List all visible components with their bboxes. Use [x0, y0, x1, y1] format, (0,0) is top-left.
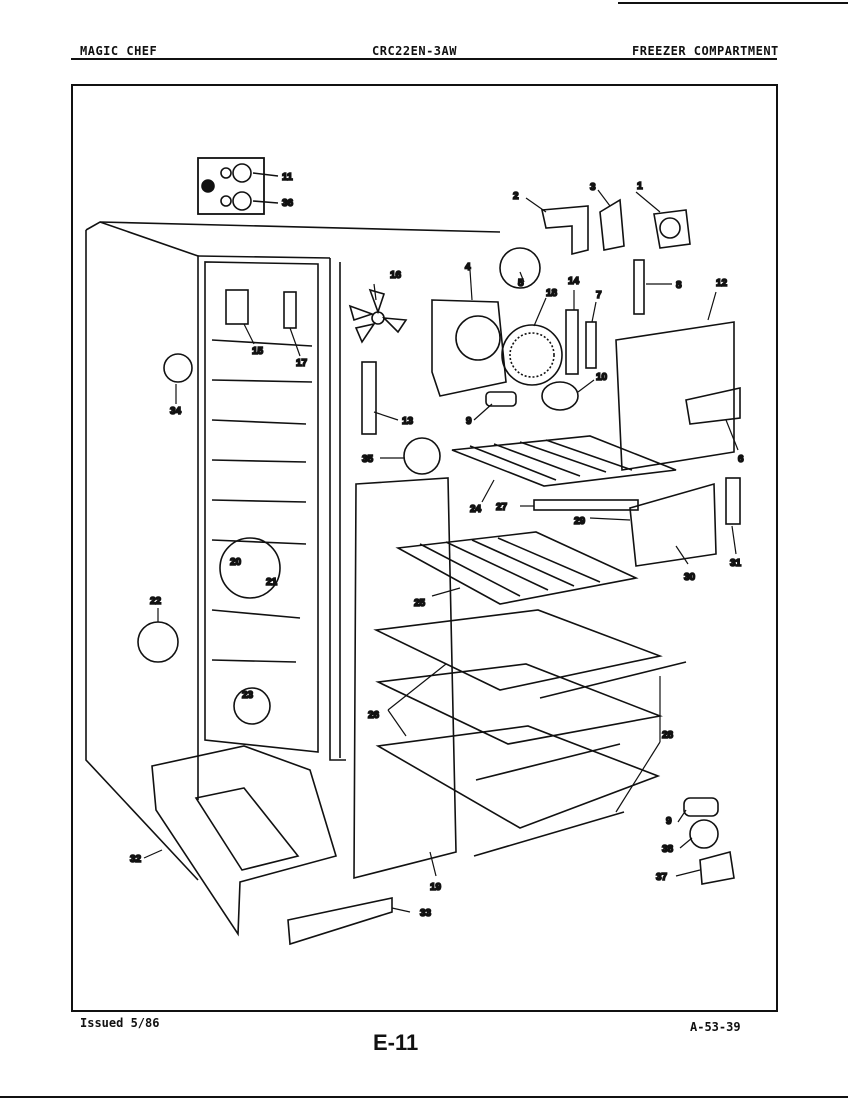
light-bulb	[541, 381, 579, 411]
callout-24: 24	[470, 504, 482, 515]
callout-22: 22	[150, 596, 162, 607]
detail-23	[233, 687, 271, 725]
callout-33: 33	[420, 908, 432, 919]
callout-9b: 9	[666, 816, 672, 827]
callout-34: 34	[170, 406, 182, 417]
callout-6: 6	[738, 454, 744, 465]
liner-panel-19	[353, 477, 457, 880]
header-brand: MAGIC CHEF	[80, 44, 158, 58]
callout-32: 32	[130, 854, 142, 865]
strip-7	[585, 321, 597, 369]
callout-36: 36	[282, 198, 294, 209]
bulb-38	[689, 819, 719, 849]
strip-8	[633, 259, 645, 315]
callout-2: 2	[513, 191, 519, 202]
callout-35: 35	[362, 454, 374, 465]
fan-motor	[501, 324, 563, 386]
callout-1: 1	[637, 181, 643, 192]
callout-18: 18	[546, 288, 558, 299]
callout-3: 3	[590, 182, 596, 193]
callout-9: 9	[466, 416, 472, 427]
bracket-17	[283, 291, 297, 329]
callout-8: 8	[676, 280, 682, 291]
glass-shelf-top	[373, 609, 663, 691]
glass-shelf-bottom	[375, 725, 661, 829]
callout-11: 11	[282, 172, 293, 183]
fan-shroud	[431, 299, 507, 397]
inset-marker-text: 1	[205, 182, 210, 192]
callout-28: 28	[662, 730, 674, 741]
callout-25: 25	[414, 598, 426, 609]
footer-code: A-53-39	[690, 1020, 741, 1034]
callout-30: 30	[684, 572, 696, 583]
callout-16: 16	[390, 270, 402, 281]
callout-7: 7	[596, 290, 602, 301]
callout-17: 17	[296, 358, 308, 369]
motor-mount	[499, 247, 541, 289]
callout-31: 31	[730, 558, 742, 569]
callout-10: 10	[596, 372, 608, 383]
lamp-socket-9	[683, 797, 719, 817]
lamp-socket	[485, 391, 517, 407]
knob-37	[699, 850, 735, 885]
page-number: E-11	[373, 1030, 419, 1055]
thermostat-15	[225, 289, 249, 325]
cabinet-outline	[85, 221, 501, 881]
callout-26: 26	[368, 710, 380, 721]
callout-37: 37	[656, 872, 668, 883]
shield-handle-6	[685, 387, 741, 425]
callout-4: 4	[465, 262, 471, 273]
callout-23: 23	[242, 690, 254, 701]
callout-14: 14	[568, 276, 580, 287]
part-callouts: 1 2 3 4 5 6 7 8 9 10 11 12 13 14 15 16 1…	[129, 171, 745, 920]
socket-inset: 1	[197, 157, 279, 215]
bracket-13	[361, 361, 377, 435]
top-corner-rule	[618, 2, 848, 4]
bracket-2	[541, 205, 589, 256]
glass-shelf-middle	[375, 663, 663, 745]
callout-15: 15	[252, 346, 264, 357]
control-knob-1	[653, 209, 691, 249]
callout-29: 29	[574, 516, 586, 527]
drawer-trim-33	[287, 897, 393, 946]
fan-blade	[348, 288, 408, 344]
callout-5: 5	[518, 278, 524, 289]
header-rule	[71, 58, 777, 60]
bottom-rule	[0, 1096, 848, 1098]
callout-27: 27	[496, 502, 508, 513]
callout-19: 19	[430, 882, 442, 893]
crisper-drawer	[151, 745, 338, 937]
footer-issued: Issued 5/86	[80, 1016, 160, 1030]
callout-13: 13	[402, 416, 414, 427]
detail-20-21	[219, 537, 281, 599]
basket-30	[629, 482, 717, 567]
light-shield	[615, 321, 735, 471]
bracket-14	[565, 309, 579, 375]
bracket-3	[599, 198, 625, 251]
shroud-opening	[455, 315, 501, 361]
header-model: CRC22EN-3AW	[372, 44, 457, 58]
callout-21: 21	[266, 577, 278, 588]
diagram-frame	[71, 84, 778, 1012]
inset-marker-dot	[201, 179, 215, 193]
roller-34	[163, 353, 193, 383]
callout-12: 12	[716, 278, 728, 289]
shelf-trims-28	[473, 661, 687, 857]
trim-27	[533, 499, 639, 511]
header-section: FREEZER COMPARTMENT	[632, 44, 779, 58]
callout-38: 38	[662, 844, 674, 855]
callout-20: 20	[230, 557, 242, 568]
leader-lines	[143, 189, 739, 913]
wire-shelf-24	[451, 435, 677, 487]
roller-35	[403, 437, 441, 475]
wire-shelf-25	[395, 531, 639, 605]
detail-22	[137, 621, 179, 663]
bracket-31	[725, 477, 741, 525]
